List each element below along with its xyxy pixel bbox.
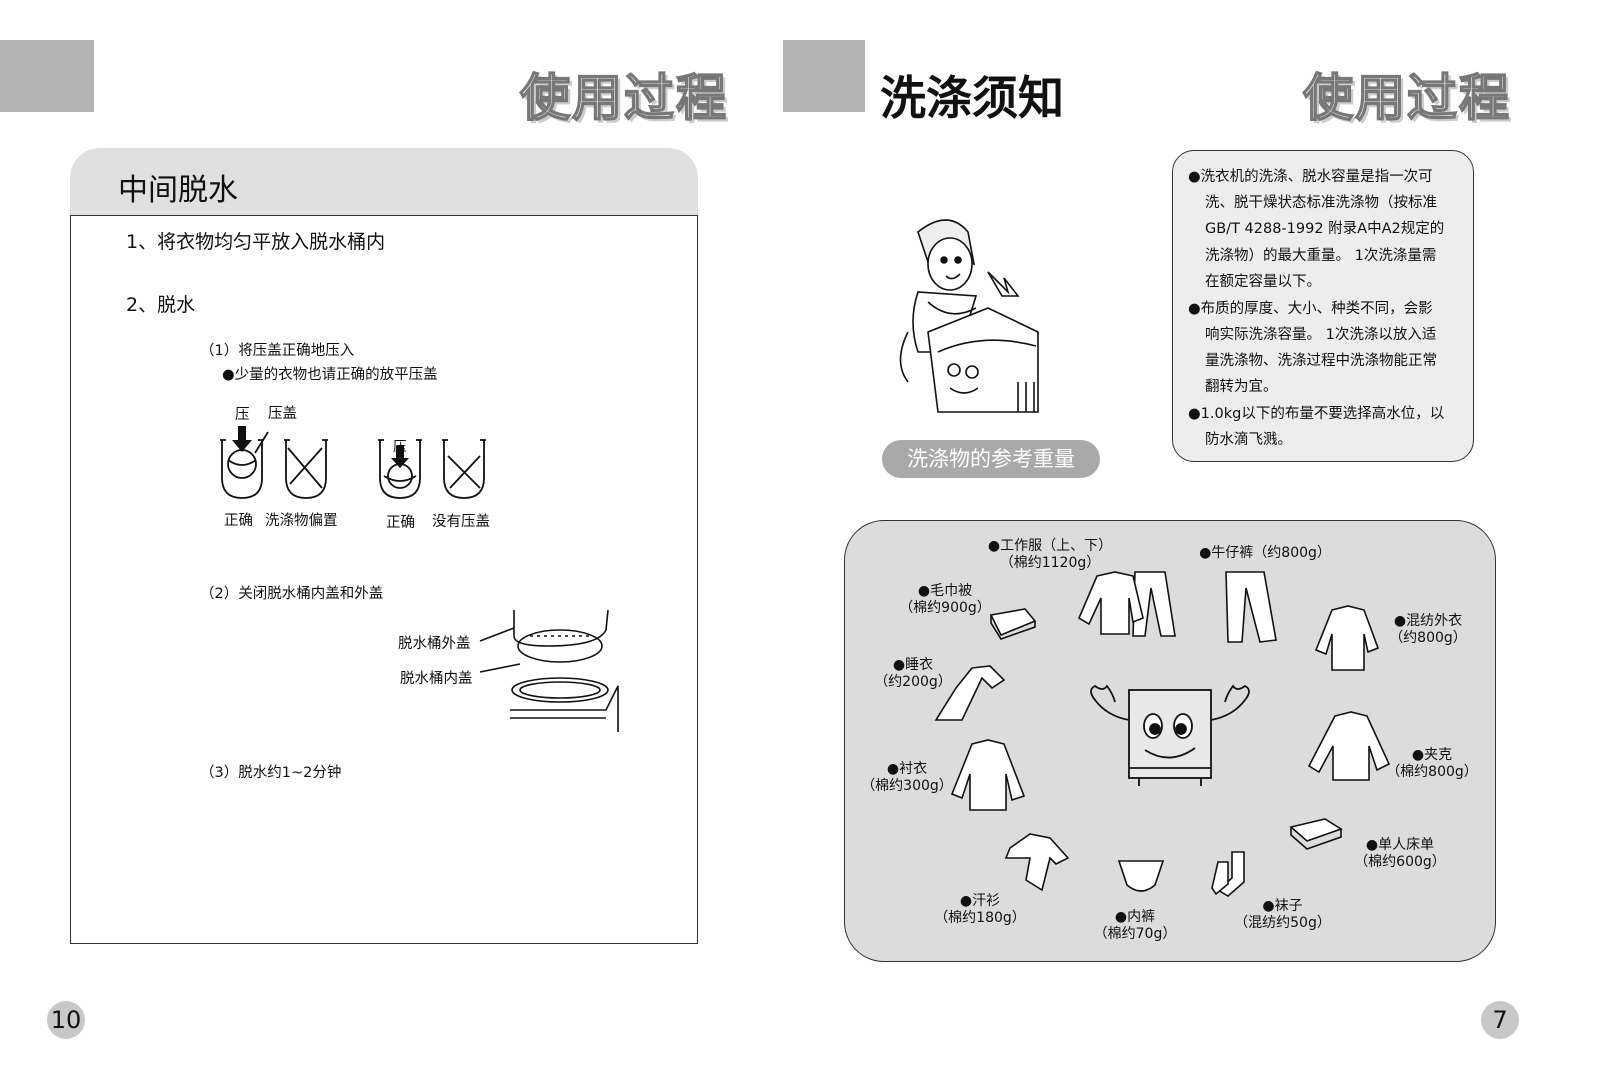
section-tab-spin	[70, 148, 698, 216]
caption-correct-1: 正确	[224, 513, 253, 529]
caption-no-lid: 没有压盖	[432, 514, 490, 530]
mixed-coat-icon	[1314, 605, 1380, 671]
clothes-label-work-clothes: ●工作服（上、下）（棉约1120g）	[987, 538, 1113, 571]
section-title-spin: 中间脱水	[118, 173, 238, 208]
underwear-icon	[1117, 860, 1165, 892]
note-line: 翻转为宜。	[1205, 379, 1278, 395]
pajamas-icon	[934, 665, 1006, 721]
inner-lid-label: 脱水桶内盖	[400, 671, 473, 687]
left-corner-block	[0, 40, 94, 112]
clothes-label-underwear: ●内裤（棉约70g）	[1093, 909, 1177, 942]
sub-step-1-note: ●少量的衣物也请正确的放平压盖	[222, 367, 438, 383]
clothes-label-mixed-coat: ●混纺外衣（约800g）	[1389, 613, 1467, 646]
clothes-label-shirt: ●衬衣（棉约300g）	[861, 761, 953, 794]
sub-step-2: （2）关闭脱水桶内盖和外盖	[200, 586, 384, 602]
spin-tub-lids-drawing	[479, 609, 619, 732]
note-line: GB/T 4288-1992 附录A中A2规定的	[1205, 221, 1445, 237]
woman-washing-illustration	[899, 219, 1039, 413]
caption-offset: 洗涤物偏置	[265, 513, 338, 529]
left-header-title: 使用过程	[519, 68, 728, 128]
right-section-title: 洗涤须知	[880, 71, 1064, 125]
undershirt-icon	[1004, 833, 1070, 892]
bedsheet-icon	[1289, 818, 1343, 850]
reference-weight-label: 洗涤物的参考重量	[882, 440, 1100, 478]
step-1-text: 1、将衣物均匀平放入脱水桶内	[126, 231, 386, 253]
socks-icon	[1211, 851, 1245, 897]
outer-lid-label: 脱水桶外盖	[398, 636, 471, 652]
work-clothes-icon	[1077, 571, 1176, 637]
right-header-title: 使用过程	[1302, 68, 1511, 128]
note-line: ●1.0kg以下的布量不要选择高水位，以	[1188, 406, 1445, 422]
press-label: 压	[235, 407, 250, 423]
note-line: 洗涤物）的最大重量。 1次洗涤量需	[1205, 248, 1437, 264]
washing-notes-box	[1172, 150, 1474, 462]
right-page-number: 7	[1481, 1001, 1519, 1039]
note-line: 响实际洗涤容量。 1次洗涤以放入适	[1205, 327, 1437, 343]
jeans-icon	[1225, 571, 1277, 643]
clothes-label-socks: ●袜子（混纺约50g）	[1234, 898, 1331, 931]
note-line: 防水滴飞溅。	[1205, 432, 1292, 448]
clothes-label-jacket: ●夹克（棉约800g）	[1386, 747, 1478, 780]
step-2-text: 2、脱水	[126, 294, 196, 316]
towel-blanket-icon	[989, 608, 1037, 640]
left-page-number: 10	[47, 1001, 85, 1039]
clothes-label-jeans: ●牛仔裤（约800g）	[1199, 545, 1331, 561]
clothes-label-undershirt: ●汗衫（棉约180g）	[934, 893, 1026, 926]
lid-position-diagram	[220, 426, 486, 499]
sub-step-3: （3）脱水约1~2分钟	[200, 765, 342, 781]
clothes-label-towel-blanket: ●毛巾被（棉约900g）	[899, 583, 991, 616]
sub-step-1: （1）将压盖正确地压入	[200, 343, 355, 359]
caption-correct-2: 正确	[386, 515, 415, 531]
shirt-icon	[950, 739, 1026, 811]
note-line: 洗、脱干燥状态标准洗涤物（按标准	[1205, 195, 1437, 211]
note-line: ●布质的厚度、大小、种类不同，会影	[1188, 301, 1433, 317]
note-line: ●洗衣机的洗涤、脱水容量是指一次可	[1188, 169, 1433, 185]
note-line: 量洗涤物、洗涤过程中洗涤物能正常	[1205, 353, 1437, 369]
clothes-label-pajamas: ●睡衣（约200g）	[874, 657, 952, 690]
note-line: 在额定容量以下。	[1205, 274, 1321, 290]
spin-instructions-frame	[70, 215, 698, 944]
clothes-label-bedsheet: ●单人床单（棉约600g）	[1354, 837, 1446, 870]
right-corner-block	[783, 40, 865, 112]
lid-label: 压盖	[268, 406, 297, 422]
washer-mascot-illustration	[1090, 684, 1250, 786]
jacket-icon	[1307, 711, 1391, 781]
